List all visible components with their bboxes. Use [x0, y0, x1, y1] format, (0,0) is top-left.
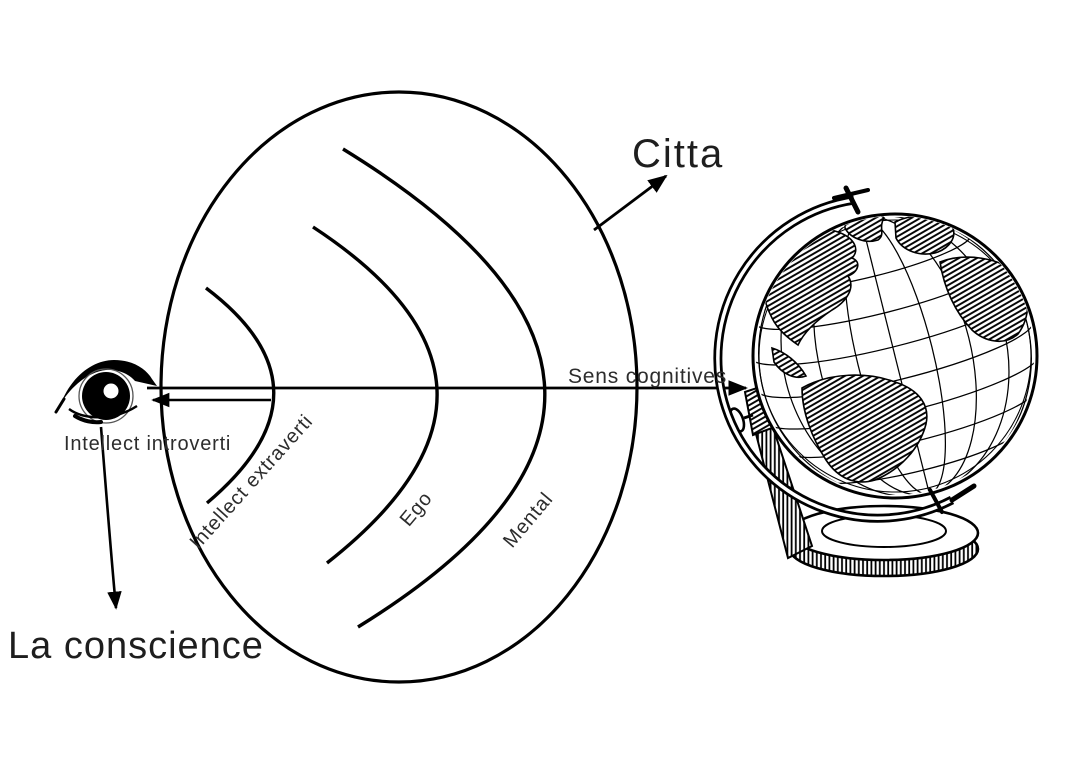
globe-icon — [713, 185, 1040, 578]
mental-boundary-curve — [342, 147, 547, 629]
ego-label: Ego — [396, 488, 437, 531]
eye-icon — [54, 360, 157, 425]
conscience-arrow — [99, 426, 122, 610]
arrows-group — [99, 174, 748, 610]
intellect-extraverti-label: Intellect extraverti — [186, 410, 318, 553]
intellect-introverti-curve — [204, 286, 276, 505]
citta-arrow — [593, 174, 668, 232]
sens-cognitives-label: Sens cognitives — [568, 365, 727, 388]
intellect-introverti-label: Intellect introverti — [64, 433, 231, 455]
la-conscience-label: La conscience — [8, 625, 264, 667]
ego-boundary-curve — [312, 225, 439, 565]
citta-label: Citta — [632, 132, 724, 176]
